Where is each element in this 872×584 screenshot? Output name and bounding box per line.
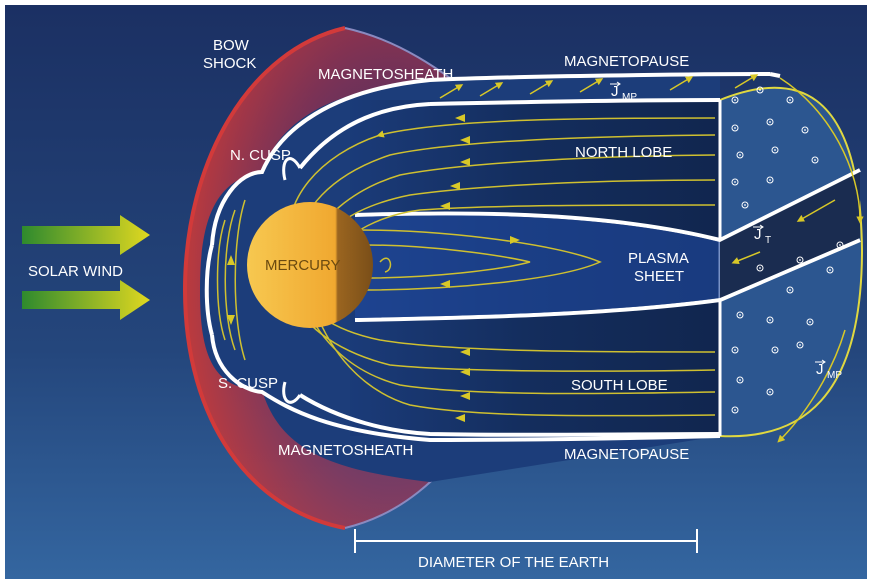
magnetosheath-bottom-label: MAGNETOSHEATH [278,442,413,459]
south-lobe-label: SOUTH LOBE [571,377,668,394]
scale-bar-label: DIAMETER OF THE EARTH [418,554,609,571]
j-mp-right-label: J [816,361,824,378]
mercury-planet [247,202,373,328]
bow-shock-label-line1: BOW [213,37,250,54]
north-lobe-label: NORTH LOBE [575,144,672,161]
magnetopause-top-line [210,72,771,246]
plasma-sheet-label-line1: PLASMA [628,250,689,267]
n-cusp-label: N. CUSP [230,147,291,164]
j-mp-right-subscript: MP [827,370,842,381]
solar-wind-arrows [22,215,150,320]
solar-wind-arrow-bottom [22,280,150,320]
mercury-label: MERCURY [265,257,341,274]
solar-wind-arrow-top [22,215,150,255]
j-mp-top-label: J [611,83,619,100]
bow-shock-line [182,26,346,530]
s-cusp-label: S. CUSP [218,375,278,392]
magnetosheath-top-label: MAGNETOSHEATH [318,66,453,83]
j-t-subscript: T [765,235,771,246]
solar-wind-label: SOLAR WIND [28,263,123,280]
magnetopause-top-label: MAGNETOPAUSE [564,53,689,70]
plasma-sheet-bottom-line [354,238,861,322]
plasma-sheet-label-line2: SHEET [634,268,684,285]
current-markers [731,86,844,414]
j-t-label: J [754,226,762,243]
scale-bar [354,529,698,553]
magnetopause-bottom-line [210,334,721,443]
j-mp-top-subscript: MP [622,92,637,103]
magnetopause-bottom-label: MAGNETOPAUSE [564,446,689,463]
bow-shock-label-line2: SHOCK [203,55,256,72]
